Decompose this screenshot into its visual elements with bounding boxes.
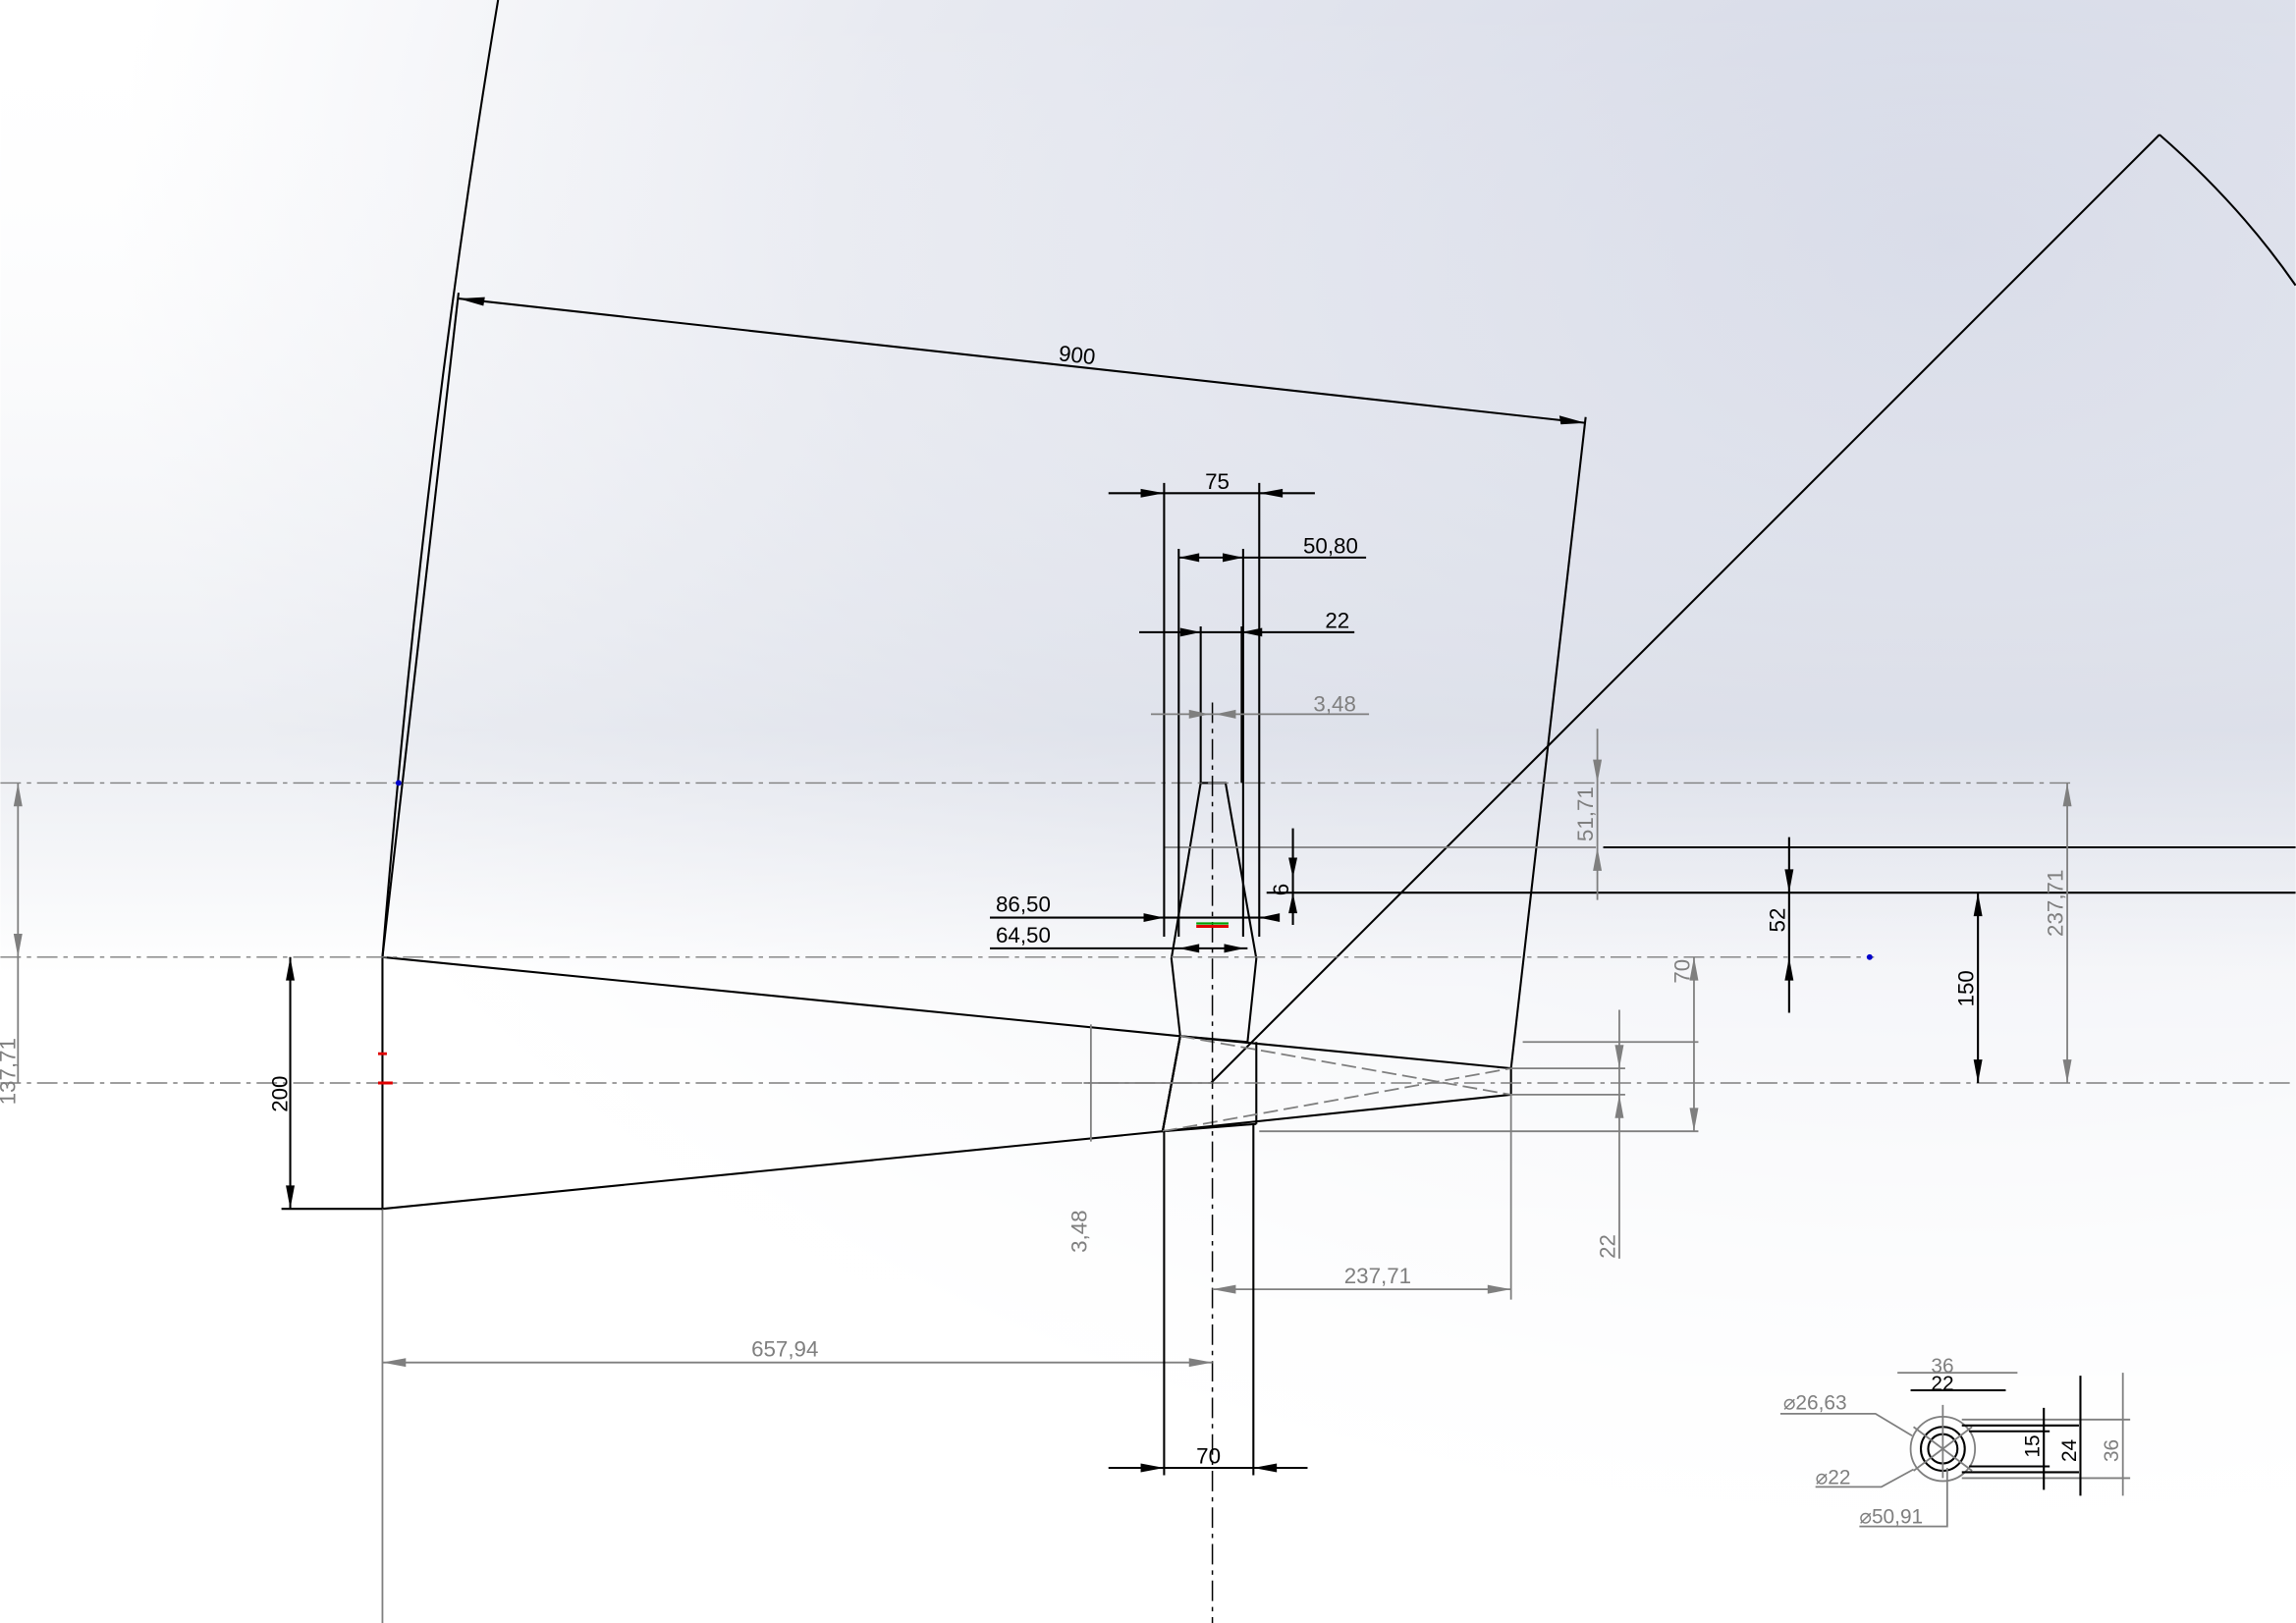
dim-52[interactable]: 52 (1765, 837, 1790, 1013)
dim-237-71-label[interactable]: 237,71 (1344, 1264, 1411, 1288)
diagonal-line[interactable] (1210, 134, 2160, 1084)
arrowheads (286, 297, 1983, 1473)
dim-22-vertical-label[interactable]: 22 (1595, 1234, 1619, 1259)
dim-3-48-top-label[interactable]: 3,48 (1313, 691, 1356, 716)
dim-237-71[interactable]: 237,71 (1212, 1094, 1512, 1300)
construction-line (1179, 1035, 1511, 1096)
detail-dim-15[interactable]: 15 (2022, 1434, 2045, 1457)
dim-70-bottom-label[interactable]: 70 (1196, 1444, 1221, 1469)
dim-51-71[interactable]: 51,71 (1573, 729, 1599, 900)
base-line (1162, 1122, 1257, 1133)
detail-dim-22-width[interactable]: 22 (1931, 1373, 1953, 1395)
dim-50-80[interactable]: 50,80 (1177, 533, 1367, 937)
construction-line (1162, 1067, 1511, 1133)
dim-52-label[interactable]: 52 (1765, 908, 1789, 933)
dim-237-71-vertical[interactable]: 237,71 (2044, 783, 2068, 1083)
dim-50-80-label[interactable]: 50,80 (1303, 533, 1358, 558)
frame-left-edge[interactable] (381, 292, 460, 957)
point (395, 780, 402, 786)
dim-64-50[interactable]: 64,50 (990, 923, 1248, 949)
dim-22-top-label[interactable]: 22 (1325, 608, 1349, 632)
dim-22-vertical[interactable]: 22 (1510, 1009, 1625, 1259)
dim-200-label[interactable]: 200 (268, 1076, 293, 1112)
dim-237-71-vertical-label[interactable]: 237,71 (2044, 870, 2068, 937)
detail-dim-36-width[interactable]: 36 (1931, 1355, 1953, 1378)
detail-dim-36-height[interactable]: 36 (2101, 1439, 2123, 1462)
point (1866, 953, 1873, 960)
dim-86-50-label[interactable]: 86,50 (996, 893, 1051, 917)
dim-137-71[interactable]: 137,71 (0, 783, 20, 1105)
dim-657-94-label[interactable]: 657,94 (751, 1337, 818, 1362)
dim-22-top[interactable]: 22 (1139, 608, 1355, 784)
dim-3-48-vertical-label[interactable]: 3,48 (1066, 1210, 1091, 1253)
arrowheads-driven (13, 709, 2072, 1368)
dim-3-48-vertical[interactable]: 3,48 (1066, 1024, 1213, 1253)
dim-3-48-top[interactable]: 3,48 (1150, 691, 1370, 716)
detail-dim-dia-22[interactable]: ⌀22 (1816, 1466, 1851, 1488)
frame-right-edge[interactable] (1509, 416, 1587, 1069)
arc-right[interactable] (2159, 134, 2296, 287)
dim-75-label[interactable]: 75 (1205, 469, 1230, 494)
dim-657-94[interactable]: 657,94 (382, 1337, 1213, 1364)
dim-64-50-label[interactable]: 64,50 (996, 923, 1051, 947)
dim-900-line[interactable] (458, 298, 1586, 424)
detail-dim-24[interactable]: 24 (2058, 1439, 2081, 1462)
detail-view[interactable]: 36 22 ⌀26,63 ⌀22 ⌀50,91 15 24 36 (1779, 1355, 2131, 1529)
dim-137-71-label[interactable]: 137,71 (0, 1038, 20, 1105)
dim-51-71-label[interactable]: 51,71 (1573, 786, 1598, 841)
dim-6-label[interactable]: 6 (1269, 884, 1293, 895)
dim-150-label[interactable]: 150 (1954, 970, 1979, 1006)
dim-900[interactable]: 900 (1058, 341, 1097, 369)
dim-200[interactable]: 200 (268, 956, 383, 1211)
dim-150[interactable]: 150 (1954, 893, 1980, 1083)
detail-dim-dia-50-91[interactable]: ⌀50,91 (1859, 1506, 1923, 1529)
detail-dim-dia-26-63[interactable]: ⌀26,63 (1783, 1391, 1847, 1414)
dim-86-50[interactable]: 86,50 (990, 893, 1269, 919)
arc-left[interactable] (381, 0, 500, 957)
origin-icon (377, 1052, 393, 1085)
